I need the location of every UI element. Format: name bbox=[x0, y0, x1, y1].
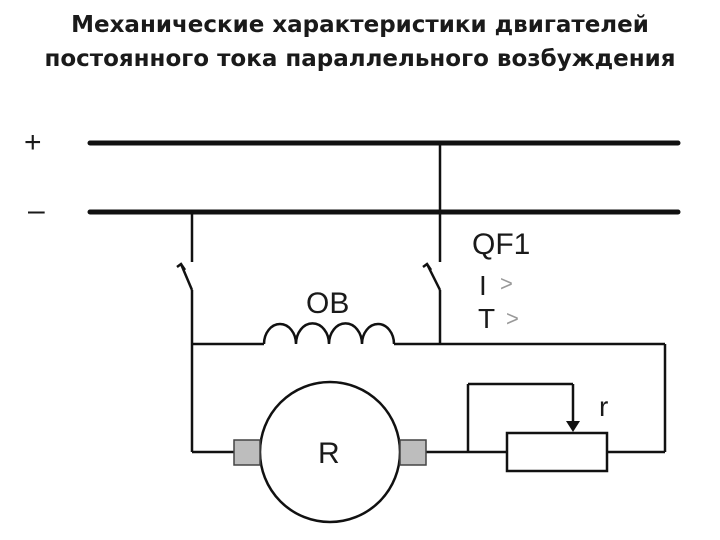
title-line-1: Механические характеристики двигателей bbox=[71, 12, 649, 38]
overcurrent-relay-symbol: > bbox=[500, 271, 513, 296]
field-winding-label: ОВ bbox=[306, 287, 349, 320]
overcurrent-label: I bbox=[479, 270, 487, 301]
brush-right bbox=[399, 439, 427, 466]
rheostat-label: r bbox=[599, 391, 608, 422]
brush-left bbox=[233, 439, 261, 466]
minus-label: – bbox=[28, 194, 45, 227]
armature-label: R bbox=[318, 437, 340, 470]
switch-qf1 bbox=[422, 262, 433, 271]
thermal-label: T bbox=[478, 303, 495, 334]
title-line-2: постоянного тока параллельного возбужден… bbox=[44, 46, 676, 72]
rheostat bbox=[505, 431, 609, 473]
thermal-relay-symbol: > bbox=[506, 306, 519, 331]
plus-label: + bbox=[24, 126, 42, 159]
wiring bbox=[179, 143, 667, 454]
rheostat-slider-arrow bbox=[566, 421, 580, 432]
breaker-label: QF1 bbox=[472, 228, 530, 261]
diagram-title: Механические характеристики двигателей п… bbox=[0, 8, 720, 76]
switch-left bbox=[176, 262, 187, 271]
field-winding-coil bbox=[262, 322, 396, 345]
